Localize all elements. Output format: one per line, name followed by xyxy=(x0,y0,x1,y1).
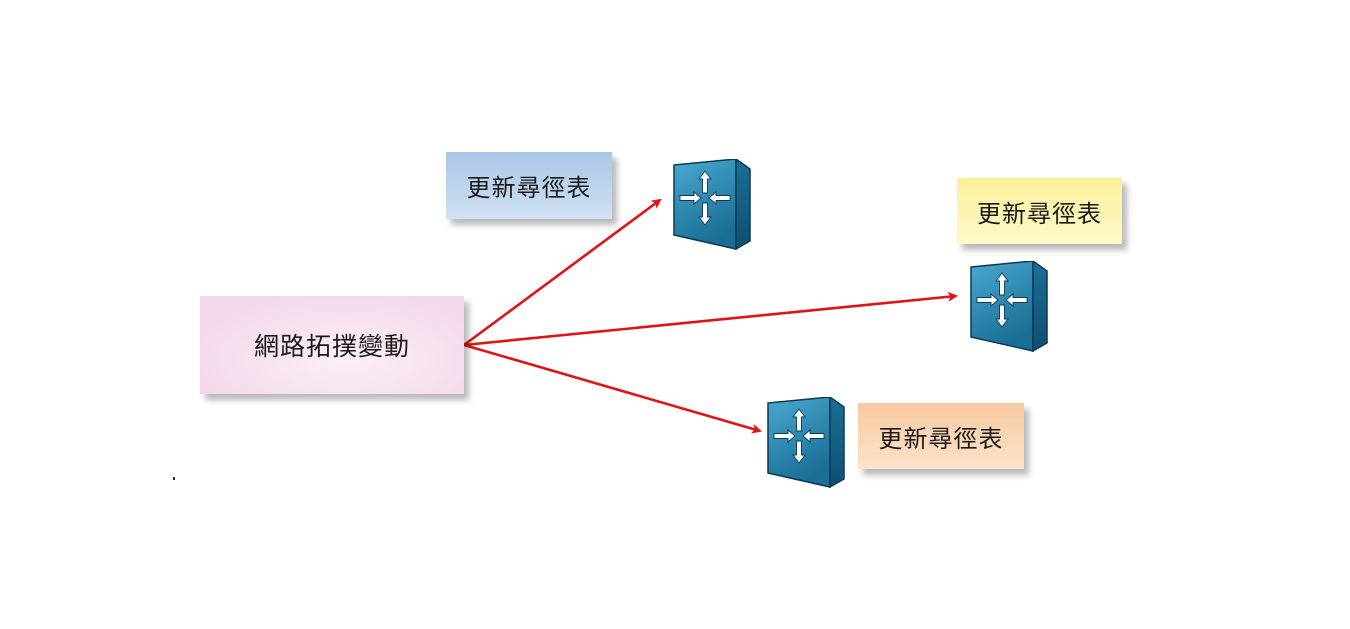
update-routing-table-label-right: 更新尋徑表 xyxy=(977,199,1102,228)
arrow-to-router-top xyxy=(463,198,662,347)
topology-change-label: 網路拓撲變動 xyxy=(253,332,410,361)
update-routing-table-label-bottom: 更新尋徑表 xyxy=(878,424,1004,453)
router-switch-icon xyxy=(764,395,848,491)
arrow-to-router-bottom xyxy=(463,343,762,434)
update-routing-table-box-bottom: 更新尋徑表 xyxy=(858,403,1024,469)
topology-change-box: 網路拓撲變動 xyxy=(200,296,464,394)
router-switch-icon xyxy=(670,157,754,253)
update-routing-table-box-right: 更新尋徑表 xyxy=(957,178,1122,244)
update-routing-table-box-top: 更新尋徑表 xyxy=(446,152,612,219)
update-routing-table-label-top: 更新尋徑表 xyxy=(466,174,592,202)
arrow-to-router-right xyxy=(463,291,958,347)
stray-mark xyxy=(173,477,175,480)
router-switch-icon xyxy=(967,259,1051,355)
